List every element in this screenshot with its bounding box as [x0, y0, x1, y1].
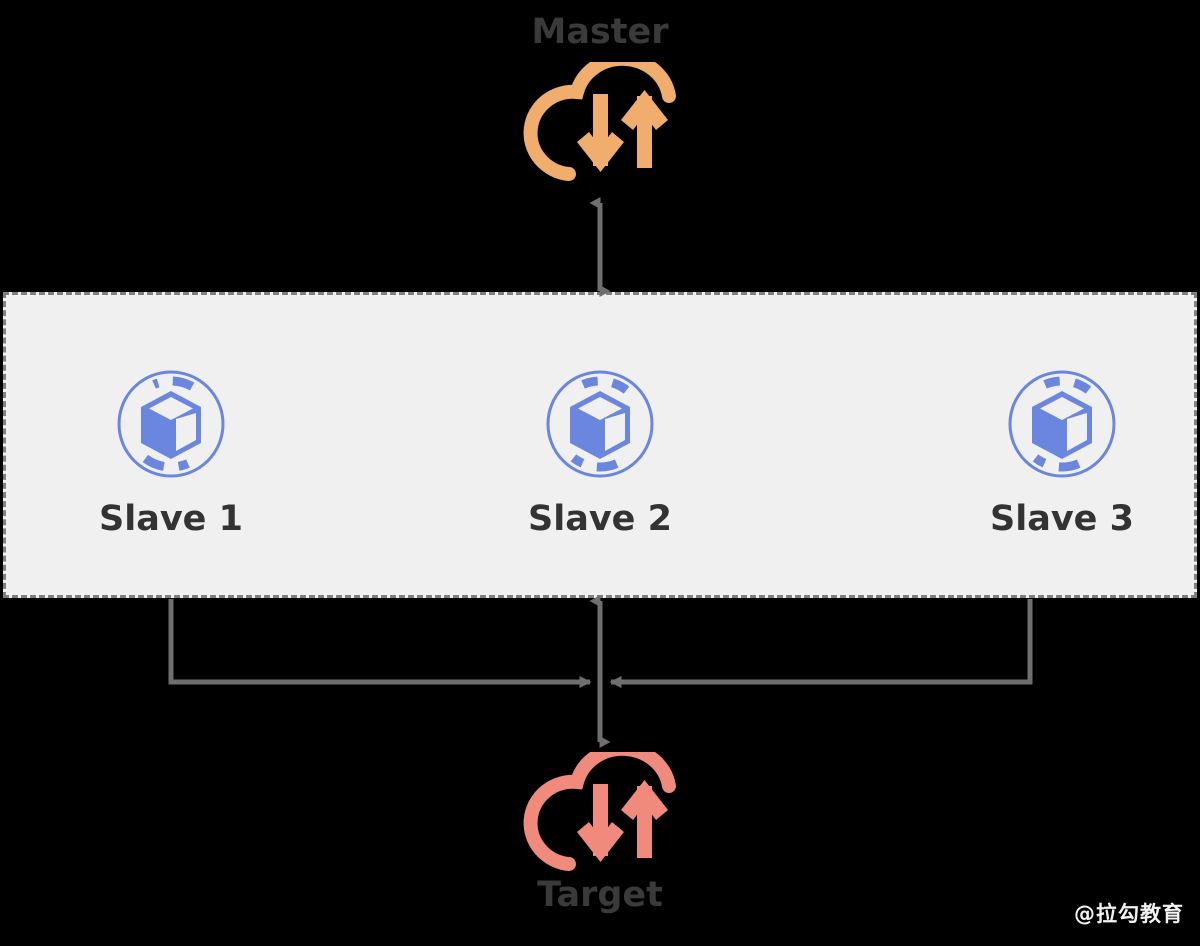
cloud-sync-icon	[523, 51, 676, 181]
watermark: @拉勾教育	[1074, 902, 1184, 926]
cloud-sync-icon	[523, 741, 676, 871]
connector-right-slave-bus	[609, 599, 1033, 688]
target-node-icon	[515, 741, 687, 880]
master-node-icon	[515, 51, 687, 190]
upload-arrow-icon	[621, 780, 668, 858]
cube-glyph-icon	[1032, 391, 1092, 459]
cube-glyph-icon	[141, 391, 201, 459]
slave-3-node-label: Slave 3	[990, 499, 1134, 539]
slave-2-node-icon	[545, 369, 655, 479]
slave-2-node-label: Slave 2	[528, 499, 672, 539]
upload-arrow-icon	[621, 90, 668, 168]
cube-in-circle-icon	[117, 370, 225, 478]
target-node-label: Target	[537, 875, 663, 915]
master-node-label: Master	[531, 12, 669, 52]
slave-3-node-icon	[1007, 369, 1117, 479]
cube-in-circle-icon	[1008, 370, 1116, 478]
download-arrow-icon	[577, 94, 624, 172]
slave-1-node-icon	[116, 369, 226, 479]
cube-glyph-icon	[570, 391, 630, 459]
slave-1-node-label: Slave 1	[99, 499, 243, 539]
download-arrow-icon	[577, 784, 624, 862]
cube-in-circle-icon	[546, 370, 654, 478]
connector-left-slave-bus	[168, 599, 592, 688]
